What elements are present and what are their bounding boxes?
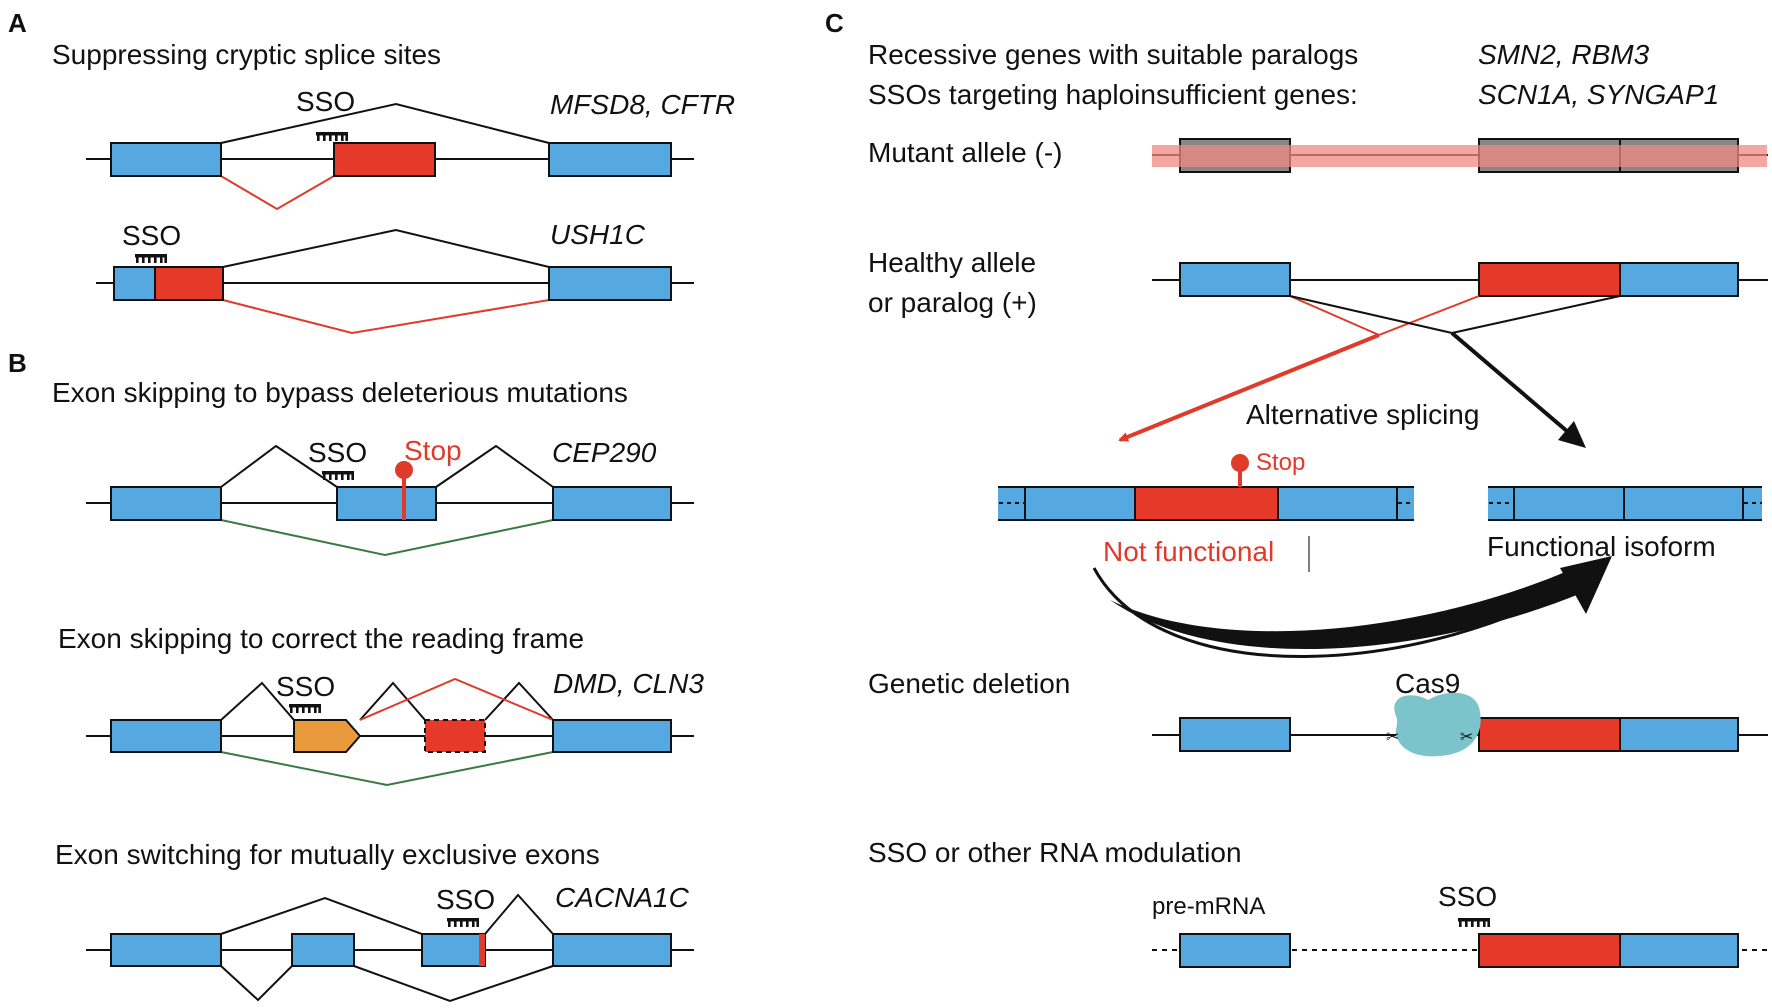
panel-a-gene-diagram-1: SSO — [86, 86, 694, 211]
mutant-allele-diagram — [1152, 138, 1768, 173]
sso-label: SSO — [308, 437, 367, 468]
scissors-icon: ✂ — [1386, 729, 1399, 746]
genetic-deletion-diagram: ✂ ✂ — [1152, 692, 1768, 757]
stop-pin-icon — [395, 461, 413, 479]
exon-box — [110, 486, 222, 521]
pre-mrna-label: pre-mRNA — [1152, 893, 1265, 920]
exon-box — [1619, 933, 1739, 968]
curved-arrowhead-icon — [1560, 556, 1612, 614]
mutant-highlight-band — [1152, 145, 1767, 167]
panel-b-genes-2: DMD, CLN3 — [553, 668, 704, 699]
exon-box — [1619, 717, 1739, 752]
skipped-exon-arrow — [293, 719, 362, 753]
panel-b-heading-1: Exon skipping to bypass deleterious muta… — [52, 377, 628, 408]
healthy-allele-label-2: or paralog (+) — [868, 287, 1037, 318]
exon-box — [1619, 262, 1739, 297]
stop-label: Stop — [1256, 449, 1305, 476]
sso-label: SSO — [436, 884, 495, 915]
exon-box — [1278, 487, 1414, 520]
scissors-icon: ✂ — [1460, 729, 1473, 746]
mutant-allele-label: Mutant allele (-) — [868, 137, 1063, 168]
sso-oligo-icon — [135, 254, 167, 263]
exon-box — [113, 266, 157, 301]
sso-rna-heading: SSO or other RNA modulation — [868, 837, 1242, 868]
panel-c-line2-genes: SCN1A, SYNGAP1 — [1478, 79, 1719, 110]
exon-box — [1179, 933, 1291, 968]
healthy-allele-diagram — [1118, 262, 1768, 448]
panel-a-heading: Suppressing cryptic splice sites — [52, 39, 441, 70]
exon-box — [552, 486, 672, 521]
mutually-exclusive-exon-box — [291, 933, 355, 967]
cryptic-exon-box — [333, 142, 436, 177]
curved-conversion-arrow — [1092, 556, 1612, 658]
panel-c-line2: SSOs targeting haploinsufficient genes: — [868, 79, 1358, 110]
nonfunctional-isoform: Stop — [998, 449, 1414, 521]
panel-label-a: A — [8, 8, 27, 38]
exon-box — [548, 266, 672, 301]
panel-c-line1-genes: SMN2, RBM3 — [1478, 39, 1650, 70]
mutually-exclusive-exon-box — [421, 933, 486, 967]
cas9-protein-icon — [1394, 692, 1481, 757]
exon-box — [110, 933, 222, 967]
exon-box — [998, 487, 1136, 520]
panel-a-gene-diagram-2: SSO — [96, 220, 694, 335]
not-functional-label: Not functional — [1103, 536, 1274, 567]
exon-box — [110, 142, 222, 177]
exon-box — [552, 933, 672, 967]
stop-label: Stop — [404, 435, 462, 466]
panel-b-heading-2: Exon skipping to correct the reading fra… — [58, 623, 584, 654]
target-exon-box — [1478, 933, 1622, 968]
sso-label: SSO — [276, 671, 335, 702]
out-of-frame-exon-box — [424, 719, 486, 753]
panel-a-genes-1: MFSD8, CFTR — [550, 89, 735, 120]
panel-b-gene-diagram-1: SSO Stop — [86, 435, 694, 557]
poison-exon-box — [1135, 487, 1278, 520]
panel-label-c: C — [825, 8, 844, 38]
mutant-exon-box — [336, 486, 437, 521]
sso-oligo-icon — [289, 704, 321, 713]
stop-pin-icon — [1231, 454, 1249, 472]
panel-b-gene-diagram-3: SSO — [86, 884, 694, 1003]
black-arrow — [1450, 331, 1570, 434]
panel-b-genes-3: CACNA1C — [555, 882, 690, 913]
mutation-marker — [479, 934, 485, 966]
genetic-deletion-label: Genetic deletion — [868, 668, 1070, 699]
sso-oligo-icon — [1458, 918, 1490, 927]
sso-label: SSO — [122, 220, 181, 251]
exon-box — [110, 719, 222, 753]
target-exon-box — [1478, 717, 1622, 752]
panel-b-heading-3: Exon switching for mutually exclusive ex… — [55, 839, 600, 870]
sso-oligo-icon — [447, 918, 479, 927]
functional-isoform-label: Functional isoform — [1487, 531, 1716, 562]
exon-box — [1179, 262, 1291, 297]
panel-b-gene-diagram-2: SSO — [86, 671, 694, 787]
sso-label: SSO — [296, 86, 355, 117]
red-arrow — [1118, 333, 1380, 442]
black-arrowhead-icon — [1558, 421, 1586, 448]
panel-b-genes-1: CEP290 — [552, 437, 657, 468]
exon-box — [548, 142, 672, 177]
exon-box — [1179, 717, 1291, 752]
healthy-allele-label-1: Healthy allele — [868, 247, 1036, 278]
exon-box — [552, 719, 672, 753]
panel-a-genes-2: USH1C — [550, 219, 646, 250]
sso-oligo-icon — [322, 471, 354, 480]
panel-c-line1: Recessive genes with suitable paralogs — [868, 39, 1358, 70]
functional-isoform — [1488, 486, 1762, 521]
panel-label-b: B — [8, 348, 27, 378]
sso-oligo-icon — [316, 132, 348, 141]
alternative-splicing-label: Alternative splicing — [1246, 399, 1479, 430]
poison-exon-box — [1478, 262, 1622, 297]
sso-label: SSO — [1438, 881, 1497, 912]
pre-mrna-diagram — [1152, 918, 1768, 968]
cryptic-exon-box — [154, 266, 224, 301]
